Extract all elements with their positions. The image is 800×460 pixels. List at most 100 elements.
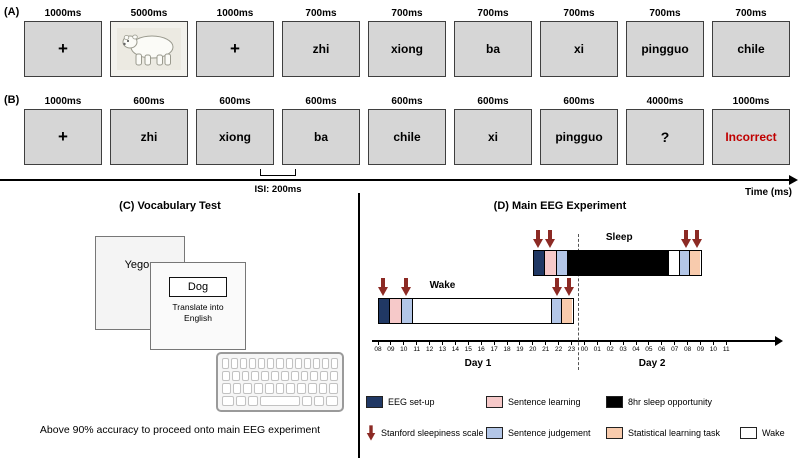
keyboard-key [261, 370, 270, 381]
statistical-learning-segment [561, 299, 573, 323]
legend-item-8hr-sleep-opportunity: 8hr sleep opportunity [606, 396, 740, 408]
keyboard-key [312, 358, 320, 369]
legend-item-label: Sentence judgement [508, 428, 591, 438]
axis-tick [622, 341, 624, 345]
axis-tick-label: 11 [413, 346, 421, 353]
legend-item-sentence-learning: Sentence learning [486, 396, 606, 408]
vocab-pseudoword: Yegou [124, 259, 156, 271]
stimulus-screen: chile [712, 21, 790, 77]
keyboard-key [258, 358, 266, 369]
wake-swatch [740, 427, 757, 439]
axis-tick [390, 341, 392, 345]
stimulus-screen: xiong [368, 21, 446, 77]
stimulus-screen: + [24, 21, 102, 77]
axis-tick [429, 341, 431, 345]
stimulus-duration-label: 700ms [735, 8, 767, 19]
axis-tick [700, 341, 701, 345]
stimulus-duration-label: 1000ms [216, 8, 254, 19]
stimulus-screen: xiong [196, 109, 274, 165]
keyboard-key [307, 383, 317, 394]
keyboard-key [232, 383, 242, 394]
axis-tick [635, 341, 637, 345]
stimulus-screen: + [196, 21, 274, 77]
axis-tick [377, 341, 379, 345]
sentence-learning-segment [390, 299, 402, 323]
day1-label: Day 1 [464, 358, 492, 369]
axis-tick-label: 13 [438, 346, 447, 353]
stimulus-duration-label: 600ms [477, 96, 509, 107]
keyboard-key [320, 370, 329, 381]
legend-item-statistical-learning-task: Statistical learning task [606, 427, 740, 439]
axis-tick [545, 341, 547, 345]
keyboard-key [222, 358, 230, 369]
keyboard-key [259, 395, 301, 406]
keyboard-key [303, 358, 311, 369]
keyboard-key [275, 383, 285, 394]
stanford-sleepiness-arrow-icon [552, 278, 563, 296]
keyboard-key [286, 383, 296, 394]
sleep-opportunity-swatch [606, 396, 623, 408]
axis-tick-label: 23 [567, 346, 576, 353]
stanford-sleepiness-arrow-icon [401, 278, 412, 296]
axis-tick-label: 04 [632, 346, 640, 353]
axis-tick [467, 341, 469, 345]
wake-bar-label: Wake [429, 280, 456, 291]
sentence-judgement-segment [679, 251, 690, 275]
axis-tick [532, 341, 534, 345]
stimulus-screen: xi [454, 109, 532, 165]
axis-tick [558, 341, 560, 345]
legend-item-label: Sentence learning [508, 397, 581, 407]
keyboard-key [325, 395, 339, 406]
eeg-setup-swatch [366, 396, 383, 408]
axis-tick [648, 341, 650, 345]
keyboard-key [302, 395, 313, 406]
keyboard-key [222, 383, 231, 394]
axis-tick-label: 15 [464, 346, 472, 353]
translation-answer-box: Dog [169, 277, 227, 297]
axis-tick [712, 341, 714, 345]
axis-tick-label: 09 [696, 346, 705, 353]
stimulus-screen: pingguo [626, 21, 704, 77]
wake-segment [669, 251, 680, 275]
stimulus-duration-label: 700ms [305, 8, 337, 19]
axis-tick-label: 12 [425, 346, 434, 353]
time-axis-label: Time (ms) [744, 187, 792, 198]
axis-tick [506, 341, 508, 345]
time-axis-arrowhead-icon [789, 175, 798, 185]
stimulus-screen: zhi [110, 109, 188, 165]
stanford-sleepiness-arrow-icon [378, 278, 389, 296]
time-axis-line [0, 175, 798, 185]
sleep-bar-label: Sleep [605, 232, 633, 243]
stanford-sleepiness-arrow-icon [681, 230, 692, 248]
keyboard-key [285, 358, 293, 369]
keyboard-key [321, 358, 329, 369]
stimulus-screen: xi [540, 21, 618, 77]
axis-tick-label: 01 [593, 346, 601, 353]
legend-item-wake: Wake [740, 427, 785, 439]
axis-tick [596, 341, 598, 345]
keyboard-row [222, 383, 339, 394]
statistical-learning-segment [689, 251, 700, 275]
keyboard-key [280, 370, 289, 381]
keyboard-key [300, 370, 309, 381]
trial-item: 1000ms + [196, 8, 274, 77]
axis-tick-label: 10 [400, 346, 408, 353]
sentence-judgement-segment [401, 299, 414, 323]
panel-b-label: (B) [4, 94, 20, 106]
stimulus-duration-label: 700ms [391, 8, 423, 19]
axis-tick-label: 08 [683, 346, 692, 353]
stanford-sleepiness-arrow-icon [691, 230, 702, 248]
eeg-setup-segment [379, 299, 391, 323]
axis-arrowhead-icon [775, 335, 783, 346]
stimulus-duration-label: 5000ms [130, 8, 168, 19]
axis-tick-label: 11 [722, 346, 730, 353]
polar-bear-image [117, 28, 181, 70]
axis-tick [674, 341, 676, 345]
